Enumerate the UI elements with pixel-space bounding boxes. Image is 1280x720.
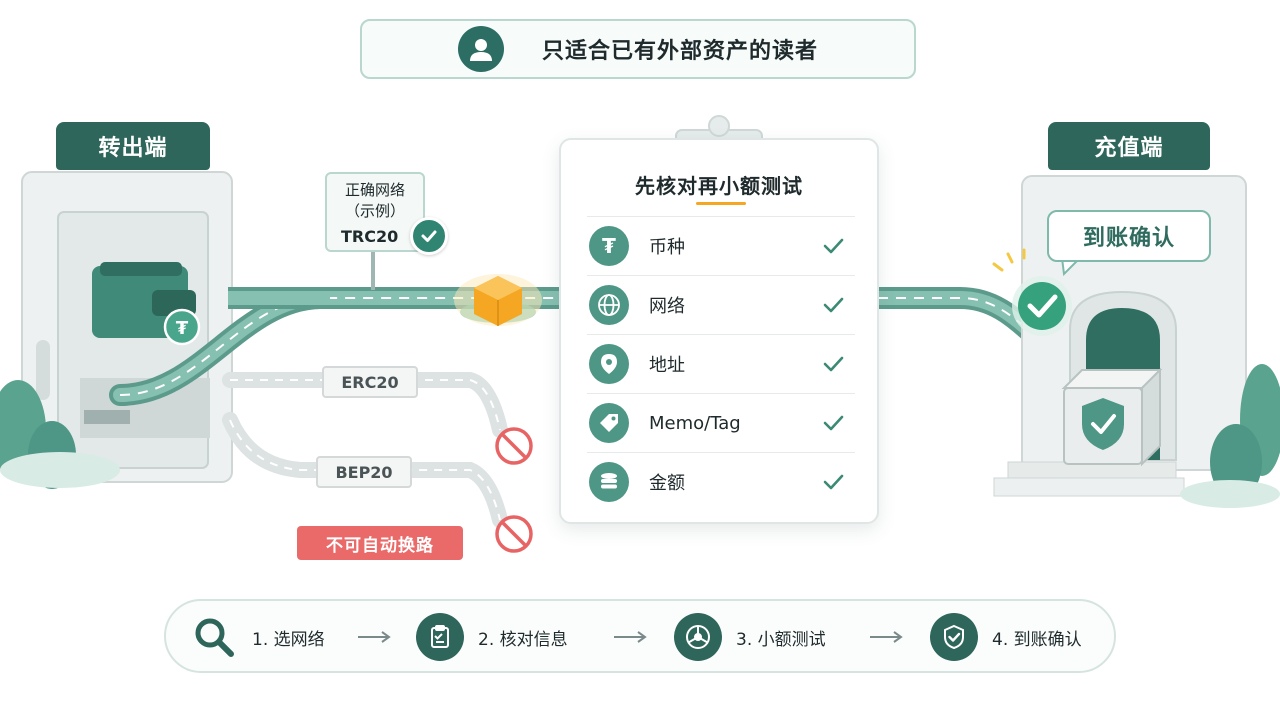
sender-tag: 转出端 — [56, 122, 210, 170]
no-entry-icon — [495, 515, 533, 553]
location-pin-icon — [589, 344, 629, 384]
step-label: 4. 到账确认 — [992, 629, 1082, 650]
search-icon — [190, 613, 238, 661]
checklist-title: 先核对再小额测试 — [635, 174, 803, 198]
svg-text:₮: ₮ — [602, 234, 616, 258]
step-label: 1. 选网络 — [252, 629, 325, 650]
tether-icon: ₮ — [589, 226, 629, 266]
check-icon — [819, 232, 847, 260]
package-icon — [454, 274, 542, 326]
wrong-route-tracks — [222, 372, 508, 528]
clipboard-check-icon — [416, 613, 464, 661]
arrow-right-icon — [870, 631, 903, 643]
checklist-card: 先核对再小额测试 ₮ 币种 网络 地址 — [559, 138, 879, 524]
checklist-item-label: 网络 — [649, 296, 685, 317]
check-icon — [819, 291, 847, 319]
checklist-item: 网络 — [587, 275, 855, 334]
no-auto-switch-warning: 不可自动换路 — [297, 526, 463, 560]
checklist-item: ₮ 币种 — [587, 216, 855, 275]
network-label: 正确网络 （示例） TRC20 — [325, 172, 425, 252]
check-icon — [819, 468, 847, 496]
wrong-network-bep20: BEP20 — [316, 456, 412, 488]
left-bushes — [0, 380, 120, 489]
banner-text: 只适合已有外部资产的读者 — [541, 39, 818, 64]
steps-bar: 1. 选网络 2. 核对信息 3. 小额测试 — [164, 599, 1116, 673]
wrong-network-erc20: ERC20 — [322, 366, 418, 398]
step-label: 3. 小额测试 — [736, 629, 826, 650]
checklist-item-label: 地址 — [649, 355, 685, 376]
check-icon — [819, 350, 847, 378]
user-avatar-icon — [457, 26, 504, 72]
network-label-value: TRC20 — [341, 227, 399, 246]
no-entry-icon — [495, 427, 533, 465]
coins-stack-icon — [589, 462, 629, 502]
network-label-line1: 正确网络 — [344, 181, 405, 199]
arrival-confirm-bubble: 到账确认 — [1047, 210, 1211, 262]
network-label-line2: （示例） — [344, 202, 405, 220]
checklist-item: 金额 — [587, 452, 855, 511]
step-arrival-confirm: 4. 到账确认 — [930, 613, 1082, 661]
arrow-right-icon — [614, 631, 647, 643]
vault-icon — [1061, 367, 1163, 467]
right-bushes — [1180, 364, 1280, 508]
checklist-item-label: 金额 — [649, 473, 685, 494]
receiver-tag: 充值端 — [1048, 122, 1210, 170]
arrival-check-icon — [992, 248, 1072, 336]
step-label: 2. 核对信息 — [478, 629, 568, 650]
step-verify-info: 2. 核对信息 — [416, 613, 568, 661]
check-icon — [819, 409, 847, 437]
step-small-test: 3. 小额测试 — [674, 613, 826, 661]
globe-icon — [589, 285, 629, 325]
shield-check-icon — [930, 613, 978, 661]
title-underline — [696, 202, 746, 205]
test-dial-icon — [674, 613, 722, 661]
checklist-item: Memo/Tag — [587, 393, 855, 452]
checklist-item-label: Memo/Tag — [649, 412, 741, 434]
svg-text:₮: ₮ — [176, 318, 189, 339]
check-circle-icon — [410, 217, 448, 255]
step-select-network: 1. 选网络 — [190, 613, 325, 661]
checklist-item-label: 币种 — [649, 237, 685, 258]
audience-banner: 只适合已有外部资产的读者 — [360, 19, 916, 79]
wallet-icon: ₮ — [92, 262, 201, 346]
checklist-item: 地址 — [587, 334, 855, 393]
tag-icon — [589, 403, 629, 443]
arrow-right-icon — [358, 631, 391, 643]
